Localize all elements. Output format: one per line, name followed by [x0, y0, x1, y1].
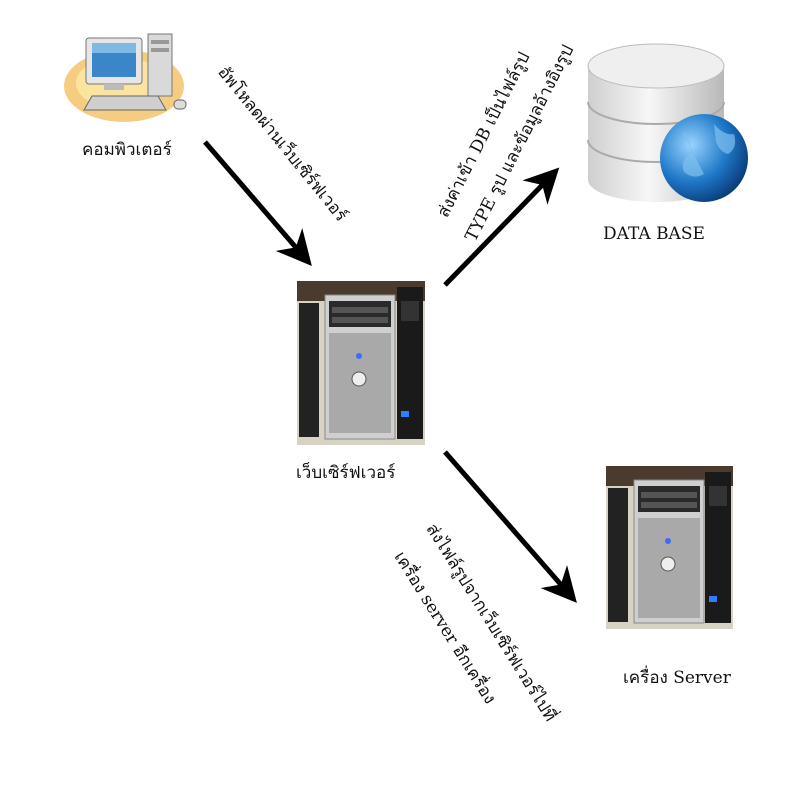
- database-node: [582, 20, 752, 210]
- arrow-to-server: [443, 450, 577, 603]
- database-globe-icon: [587, 43, 748, 202]
- database-label: DATA BASE: [603, 224, 705, 244]
- tower-server-icon: [297, 281, 425, 445]
- remote-server-node: [606, 466, 733, 629]
- tower-server-icon: [606, 466, 733, 629]
- computer-node: [62, 28, 202, 128]
- desktop-computer-icon: [64, 33, 187, 122]
- arrow-upload: [203, 140, 312, 266]
- web-server-label: เว็บเซิร์ฟเวอร์: [296, 463, 396, 483]
- remote-server-label: เครื่อง Server: [623, 668, 731, 688]
- web-server-node: [297, 281, 425, 445]
- arrow-to-db: [443, 167, 560, 287]
- computer-label: คอมพิวเตอร์: [82, 140, 172, 160]
